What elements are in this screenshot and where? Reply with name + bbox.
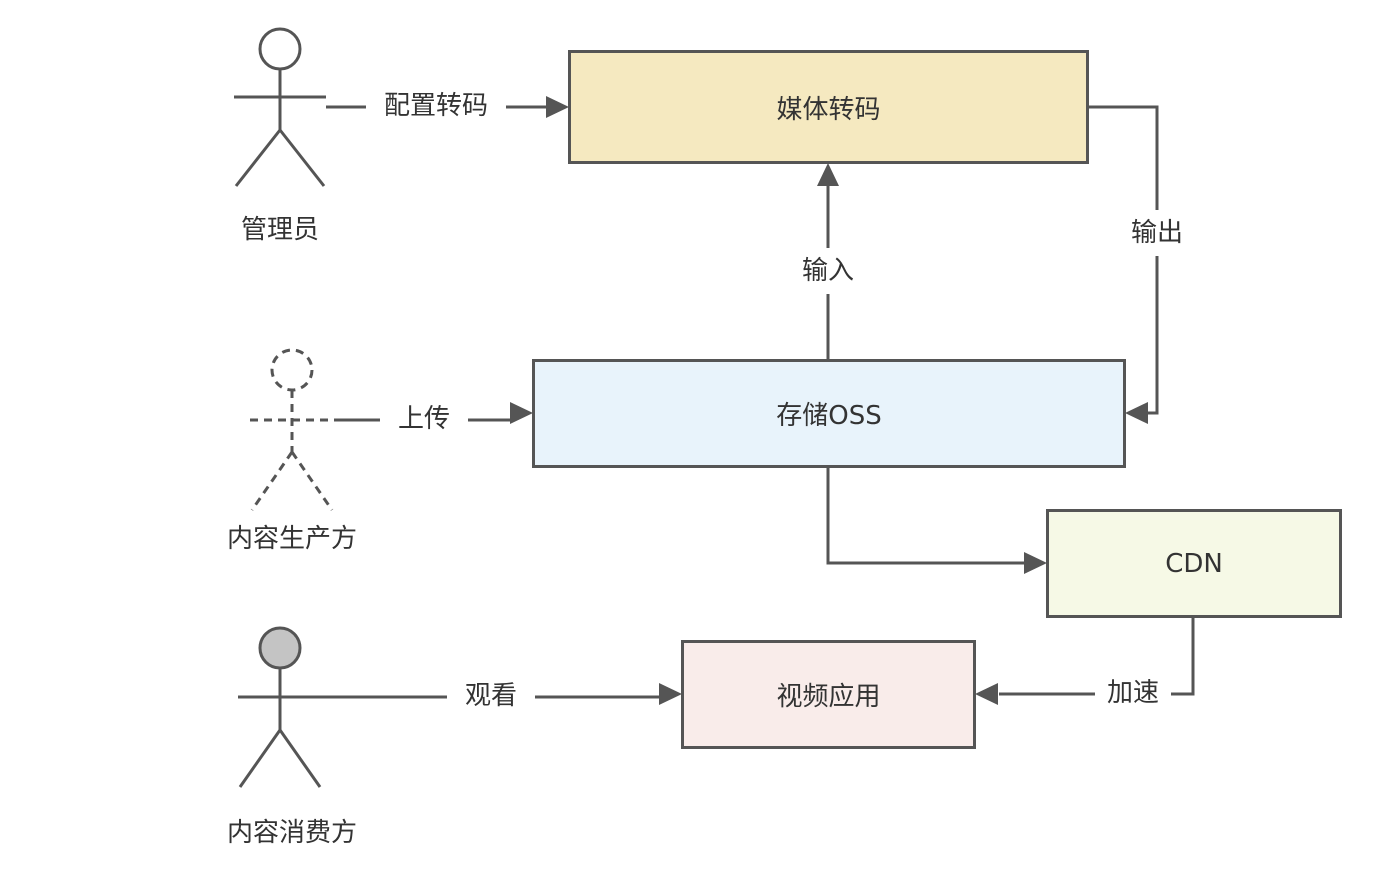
edge-label-upload: 上传 <box>379 402 469 436</box>
consumer-actor-icon <box>238 626 322 788</box>
edge-output <box>1088 105 1159 415</box>
edge-oss-cdn <box>826 466 1024 565</box>
video-app-box-label: 视频应用 <box>776 682 881 712</box>
arrowhead-accelerate <box>975 683 998 705</box>
arrowhead-config-transcode <box>546 96 569 118</box>
edge-label-input: 输入 <box>797 248 859 294</box>
cdn-box-label: CDN <box>1165 548 1223 579</box>
transcode-box-label: 媒体转码 <box>776 94 881 125</box>
producer-actor-icon <box>250 348 334 511</box>
admin-label: 管理员 <box>240 215 320 245</box>
cdn-box: CDN <box>1046 509 1342 618</box>
arrowhead-watch <box>659 683 682 705</box>
edge-accelerate <box>999 617 1195 696</box>
edge-label-config-transcode: 配置转码 <box>365 89 507 123</box>
transcode-box: 媒体转码 <box>568 50 1089 164</box>
consumer-label: 内容消费方 <box>226 818 358 848</box>
edge-label-output: 输出 <box>1126 210 1188 256</box>
edge-label-watch: 观看 <box>446 679 536 713</box>
arrowhead-upload <box>510 402 533 424</box>
edge-label-accelerate: 加速 <box>1094 676 1172 710</box>
admin-actor-icon <box>234 27 326 187</box>
arrowhead-input <box>817 163 839 186</box>
oss-box: 存储OSS <box>532 359 1126 468</box>
video-app-box: 视频应用 <box>681 640 976 749</box>
arrowhead-oss-cdn <box>1024 552 1047 574</box>
arrowhead-output <box>1125 402 1148 424</box>
producer-label: 内容生产方 <box>226 524 358 554</box>
oss-box-label: 存储OSS <box>776 401 882 431</box>
